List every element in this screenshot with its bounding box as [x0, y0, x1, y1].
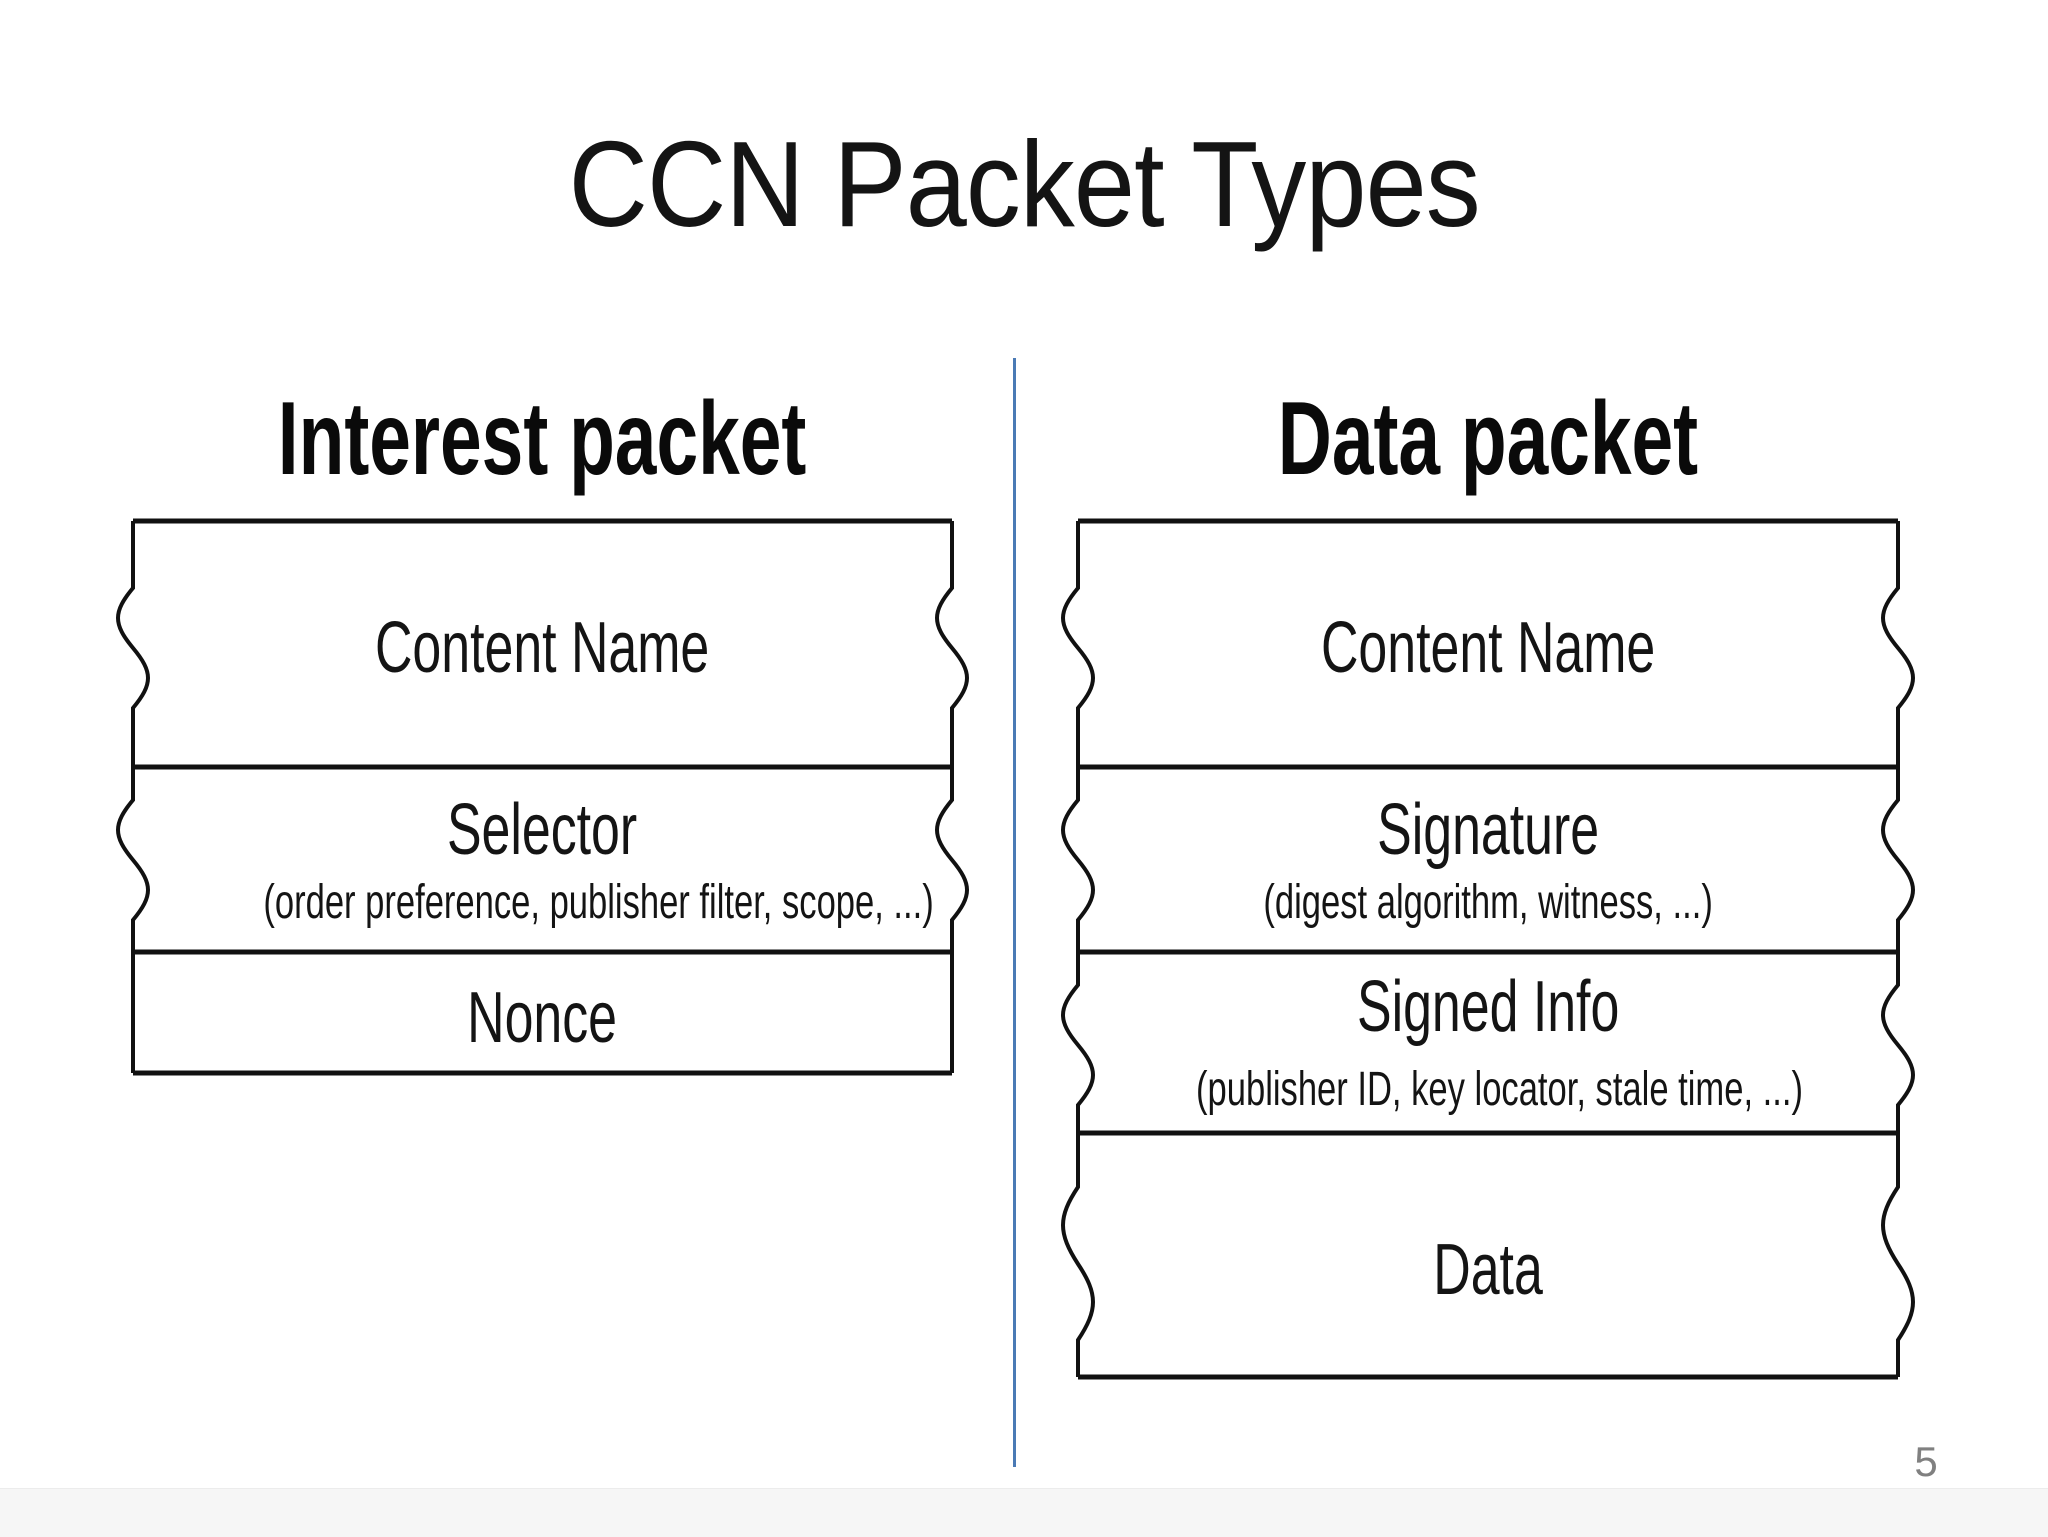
data-packet-heading-text: Data packet: [1277, 381, 1699, 497]
slide-title-text: CCN Packet Types: [568, 116, 1480, 252]
interest-row1-left-edge: [116, 521, 150, 767]
data-row2-left-edge: [1061, 767, 1095, 952]
interest-row-nonce: Nonce: [133, 978, 952, 1058]
data-row4-right-edge: [1881, 1133, 1915, 1377]
row-label-text: Data: [1433, 1230, 1543, 1310]
data-row3-left-edge: [1061, 952, 1095, 1133]
interest-packet-box: [116, 518, 969, 1076]
interest-row-content-name: Content Name: [133, 608, 952, 688]
data-row1-right-edge: [1881, 521, 1915, 767]
page-number: 5: [1914, 1438, 1938, 1485]
row-label-text: Nonce: [467, 978, 618, 1058]
data-row-signature-sublabel: (digest algorithm, witness, ...): [1078, 875, 1898, 931]
data-packet-box: [1061, 518, 1915, 1380]
data-row4-left-edge: [1061, 1133, 1095, 1377]
data-row-signature: Signature: [1078, 790, 1898, 870]
section-divider-line: [1013, 358, 1016, 1467]
row-label-text: Content Name: [375, 608, 710, 688]
interest-row1-right-edge: [935, 521, 969, 767]
data-row1-left-edge: [1061, 521, 1095, 767]
row-sublabel-text: (digest algorithm, witness, ...): [1263, 876, 1713, 929]
data-row2-right-edge: [1881, 767, 1915, 952]
slide-bottom-margin: [0, 1488, 2048, 1537]
slide-title: CCN Packet Types: [0, 118, 2048, 250]
data-row-data: Data: [1078, 1230, 1898, 1310]
row-label-text: Content Name: [1320, 608, 1656, 688]
row-label-text: Signature: [1377, 790, 1599, 870]
data-row-signed-info: Signed Info: [1078, 967, 1898, 1047]
data-row-content-name: Content Name: [1078, 608, 1898, 688]
interest-packet-heading: Interest packet: [133, 383, 952, 495]
interest-row-selector-sublabel: (order preference, publisher filter, sco…: [133, 875, 952, 931]
row-label-text: Signed Info: [1356, 967, 1620, 1047]
row-sublabel-text: (order preference, publisher filter, sco…: [263, 876, 934, 929]
data-packet-heading: Data packet: [1078, 383, 1898, 495]
row-label-text: Selector: [447, 790, 638, 870]
interest-row2-left-edge: [116, 767, 150, 952]
data-row3-right-edge: [1881, 952, 1915, 1133]
row-sublabel-text: (publisher ID, key locator, stale time, …: [1196, 1063, 1803, 1116]
interest-packet-heading-text: Interest packet: [278, 381, 807, 497]
interest-row2-right-edge: [935, 767, 969, 952]
interest-row-selector: Selector: [133, 790, 952, 870]
data-row-signed-info-sublabel: (publisher ID, key locator, stale time, …: [1078, 1062, 1898, 1118]
